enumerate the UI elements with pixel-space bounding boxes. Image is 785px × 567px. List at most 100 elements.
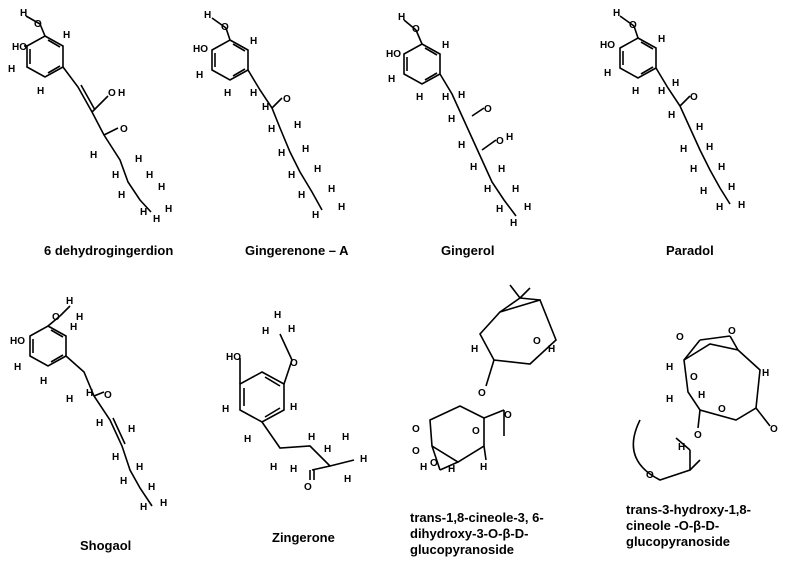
atom-label: O	[728, 326, 736, 337]
atom-label: H	[718, 162, 725, 173]
atom-label: H	[146, 170, 153, 181]
atom-label: O	[504, 410, 512, 421]
atom-label: H	[262, 102, 269, 113]
atom-label: O	[629, 20, 637, 31]
atom-label: H	[40, 376, 47, 387]
compound-name-hydroxy-cineole-glucoside: trans-3-hydroxy-1,8-cineole -O-β-D-gluco…	[626, 502, 751, 549]
atom-label: H	[90, 150, 97, 161]
atom-label: H	[690, 164, 697, 175]
atom-label: H	[118, 190, 125, 201]
structure-6-dehydrogingerdion: O H HO H H H O H O H H H H H H H H H	[8, 8, 172, 225]
atom-label: H	[196, 70, 203, 81]
atom-label: O	[304, 482, 312, 493]
atom-label: H	[112, 170, 119, 181]
atom-label: H	[244, 434, 251, 445]
atom-label: H	[120, 476, 127, 487]
atom-label: O	[770, 424, 778, 435]
atom-label: H	[448, 114, 455, 125]
atom-label: H	[328, 184, 335, 195]
atom-label: H	[268, 124, 275, 135]
atom-label: H	[613, 8, 620, 19]
atom-label: H	[470, 162, 477, 173]
atom-label: H	[498, 164, 505, 175]
atom-label: H	[148, 482, 155, 493]
atom-label: H	[250, 36, 257, 47]
atom-label: O	[412, 424, 420, 435]
atom-label: H	[14, 362, 21, 373]
atom-label: HO	[10, 336, 25, 347]
atom-label: O	[221, 22, 229, 33]
structure-shogaol: O H H HO H H H O H H H H H H H H H H	[10, 296, 167, 513]
atom-label: H	[448, 464, 455, 475]
atom-label: H	[342, 432, 349, 443]
atom-label: H	[442, 40, 449, 51]
atom-label: H	[700, 186, 707, 197]
atom-label: H	[37, 86, 44, 97]
atom-label: H	[668, 110, 675, 121]
atom-label: H	[512, 184, 519, 195]
atom-label: H	[666, 362, 673, 373]
atom-label: HO	[600, 40, 615, 51]
atom-label: O	[34, 19, 42, 30]
atom-label: H	[128, 424, 135, 435]
atom-label: H	[66, 394, 73, 405]
atom-label: H	[222, 404, 229, 415]
atom-label: O	[472, 426, 480, 437]
atom-label: O	[533, 336, 541, 347]
atom-label: H	[314, 164, 321, 175]
atom-label: H	[288, 170, 295, 181]
atom-label: O	[104, 390, 112, 401]
atom-label: H	[506, 132, 513, 143]
atom-label: H	[250, 88, 257, 99]
atom-label: O	[484, 104, 492, 115]
atom-label: H	[288, 324, 295, 335]
atom-label: H	[160, 498, 167, 509]
compound-name-zingerone: Zingerone	[272, 530, 335, 545]
atom-label: O	[718, 404, 726, 415]
atom-label: H	[658, 34, 665, 45]
atom-label: H	[471, 344, 478, 355]
atom-label: O	[108, 88, 116, 99]
atom-label: H	[63, 30, 70, 41]
atom-label: H	[86, 388, 93, 399]
atom-label: H	[224, 88, 231, 99]
atom-label: H	[96, 418, 103, 429]
atom-label: H	[158, 182, 165, 193]
atom-label: H	[165, 204, 172, 215]
atom-label: H	[20, 8, 27, 19]
atom-label: H	[666, 394, 673, 405]
atom-label: H	[510, 218, 517, 229]
atom-label: H	[278, 148, 285, 159]
atom-label: O	[694, 430, 702, 441]
atom-label: H	[308, 432, 315, 443]
atom-label: H	[112, 452, 119, 463]
benzene-ring	[26, 35, 64, 78]
atom-label: H	[762, 368, 769, 379]
atom-label: H	[360, 454, 367, 465]
atom-label: O	[412, 24, 420, 35]
atom-label: H	[136, 462, 143, 473]
atom-label: O	[412, 446, 420, 457]
atom-label: H	[738, 200, 745, 211]
atom-label: H	[442, 92, 449, 103]
atom-label: H	[398, 12, 405, 23]
atom-label: O	[52, 312, 60, 323]
atom-label: H	[658, 86, 665, 97]
atom-label: O	[120, 124, 128, 135]
atom-label: H	[458, 90, 465, 101]
atom-label: H	[484, 184, 491, 195]
atom-label: H	[458, 140, 465, 151]
structure-paradol: O H HO H H H O H H H H H H H H H H H H	[600, 8, 745, 213]
atom-label: H	[153, 214, 160, 225]
atom-label: H	[66, 296, 73, 307]
atom-label: H	[632, 86, 639, 97]
atom-label: HO	[193, 44, 208, 55]
atom-label: H	[678, 442, 685, 453]
atom-label: H	[140, 502, 147, 513]
atom-label: H	[8, 64, 15, 75]
atom-label: O	[290, 358, 298, 369]
structure-gingerol: O H HO H H H O O H H H H H H H H H H H H	[386, 12, 531, 229]
atom-label: H	[604, 68, 611, 79]
atom-label: H	[312, 210, 319, 221]
